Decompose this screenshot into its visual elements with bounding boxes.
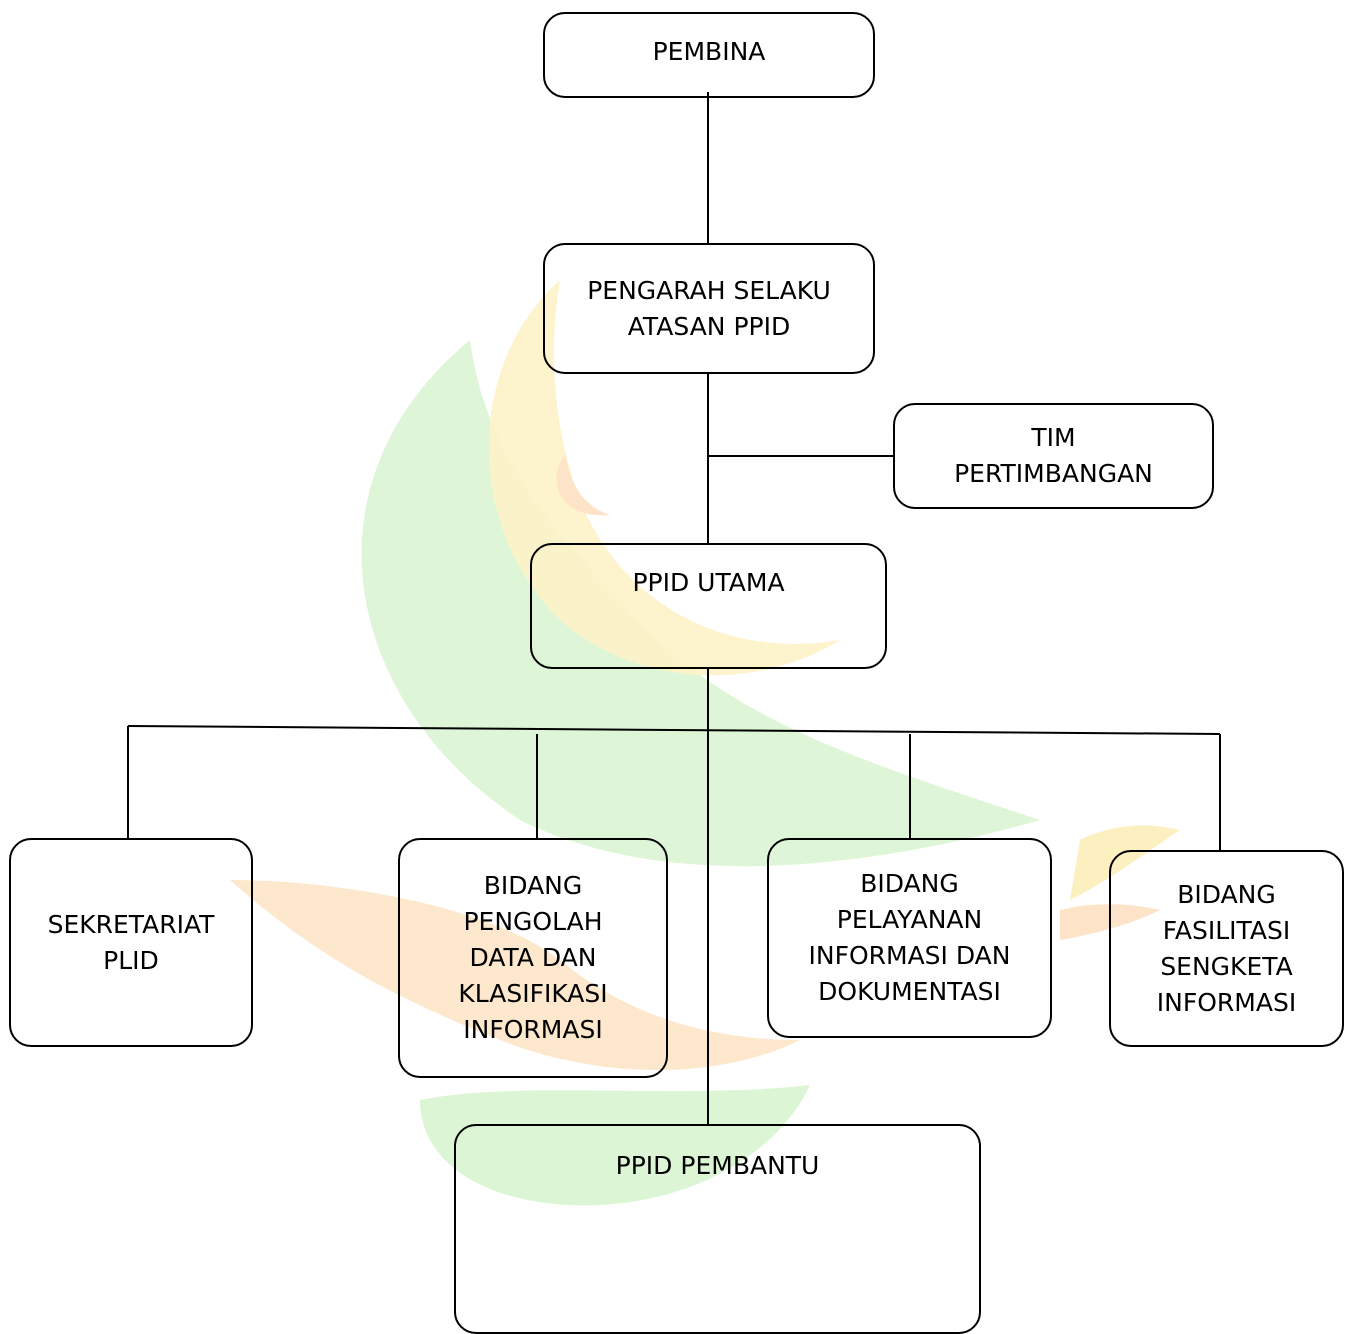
- node-sekretariat-line-2: PLID: [103, 945, 159, 975]
- node-pembantu-line-1: PPID PEMBANTU: [615, 1151, 820, 1180]
- node-pengolah-line-4: KLASIFIKASI: [458, 979, 608, 1008]
- node-pelayanan-line-1: BIDANG: [860, 869, 959, 898]
- node-pelayanan-line-4: DOKUMENTASI: [818, 977, 1001, 1006]
- node-bidang-pengolah: BIDANG PENGOLAH DATA DAN KLASIFIKASI INF…: [398, 838, 668, 1078]
- node-pembina: PEMBINA: [543, 12, 875, 98]
- node-fasilitasi-line-2: FASILITASI: [1162, 915, 1291, 945]
- node-tim-pertimbangan: TIM PERTIMBANGAN: [893, 403, 1214, 509]
- node-pengolah-line-5: INFORMASI: [463, 1015, 603, 1044]
- node-fasilitasi-line-3: SENGKETA: [1160, 951, 1293, 981]
- node-sekretariat-line-1: SEKRETARIAT: [47, 909, 215, 939]
- watermark-green-leaf: [361, 340, 1040, 867]
- line-horizontal-bus: [127, 725, 1221, 735]
- node-pelayanan-line-2: PELAYANAN: [836, 905, 983, 934]
- node-pengolah-line-2: PENGOLAH: [463, 907, 603, 936]
- node-pengarah-line-2: ATASAN PPID: [627, 311, 791, 341]
- node-ppid-pembantu: PPID PEMBANTU: [454, 1124, 981, 1334]
- node-pengarah: PENGARAH SELAKU ATASAN PPID: [543, 243, 875, 374]
- node-bidang-fasilitasi: BIDANG FASILITASI SENGKETA INFORMASI: [1109, 850, 1344, 1047]
- watermark-orange-band: [230, 880, 800, 1070]
- node-utama-line-1: PPID UTAMA: [632, 568, 785, 597]
- watermark-yellow-arc: [488, 280, 840, 676]
- node-fasilitasi-line-4: INFORMASI: [1156, 987, 1297, 1017]
- watermark-orange-petal: [556, 455, 610, 516]
- node-fasilitasi-line-1: BIDANG: [1177, 879, 1276, 909]
- node-bidang-pelayanan: BIDANG PELAYANAN INFORMASI DAN DOKUMENTA…: [767, 838, 1052, 1038]
- node-pengarah-line-1: PENGARAH SELAKU: [587, 275, 831, 305]
- node-pembina-line-1: PEMBINA: [652, 37, 766, 66]
- node-sekretariat: SEKRETARIAT PLID: [9, 838, 253, 1047]
- node-pengolah-line-1: BIDANG: [483, 871, 583, 900]
- node-pelayanan-line-3: INFORMASI DAN: [808, 941, 1011, 970]
- node-tim-line-2: PERTIMBANGAN: [954, 459, 1153, 488]
- node-tim-line-1: TIM: [1031, 423, 1076, 452]
- node-ppid-utama: PPID UTAMA: [530, 543, 887, 669]
- watermark-green-band: [420, 1085, 810, 1206]
- node-pengolah-line-3: DATA DAN: [469, 943, 597, 972]
